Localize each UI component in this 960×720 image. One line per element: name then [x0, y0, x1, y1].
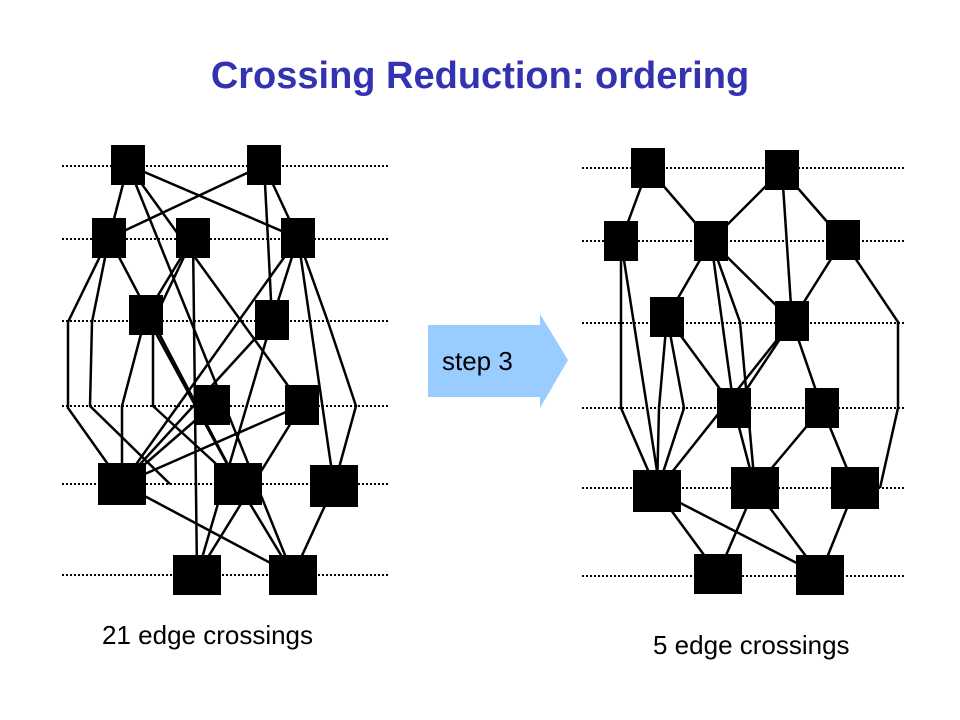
- graph-node: [633, 470, 681, 512]
- graph-edge: [262, 164, 274, 321]
- graph-edge: [126, 164, 304, 406]
- graph-node: [717, 388, 751, 428]
- graph-edge: [709, 240, 736, 409]
- step-label: step 3: [442, 346, 513, 376]
- graph-node: [831, 467, 879, 509]
- graph-edge: [108, 163, 265, 240]
- graph-edge: [120, 314, 148, 484]
- graph-edge: [144, 314, 240, 485]
- graph-node: [731, 467, 779, 509]
- graph-edge: [127, 163, 299, 240]
- graph-node: [111, 145, 145, 185]
- graph-edge: [120, 237, 300, 485]
- graph-edge: [195, 319, 274, 576]
- graph-edge: [66, 237, 124, 485]
- graph-edge: [619, 240, 662, 491]
- graph-node: [694, 221, 728, 261]
- graph-node: [214, 463, 262, 505]
- graph-edge: [780, 169, 794, 322]
- graph-node: [796, 555, 844, 595]
- graph-edge: [656, 489, 821, 577]
- graph-node: [129, 295, 163, 335]
- right-graph: [582, 148, 906, 595]
- graph-node: [269, 555, 317, 595]
- graph-edge: [296, 237, 358, 487]
- graph-node: [176, 218, 210, 258]
- graph-node: [604, 221, 638, 261]
- graph-edge: [709, 240, 757, 489]
- step-arrow: [428, 314, 568, 408]
- graph-node: [92, 218, 126, 258]
- graph-node: [805, 388, 839, 428]
- graph-edge: [619, 241, 659, 492]
- graph-edge: [151, 237, 239, 485]
- graph-edge: [121, 403, 303, 486]
- page-title: Crossing Reduction: ordering: [210, 55, 750, 97]
- graph-node: [631, 148, 665, 188]
- graph-node: [285, 385, 319, 425]
- graph-node: [281, 218, 315, 258]
- graph-edge: [126, 164, 295, 576]
- graph-node: [694, 554, 742, 594]
- graph-node: [196, 385, 230, 425]
- graph-edge: [296, 237, 336, 487]
- graph-edge: [88, 237, 171, 485]
- graph-edge: [655, 316, 686, 492]
- graph-node: [775, 301, 809, 341]
- left-caption: 21 edge crossings: [102, 620, 314, 650]
- graph-node: [247, 145, 281, 185]
- graph-node: [98, 463, 146, 505]
- graph-edge: [841, 239, 900, 489]
- graph-node: [310, 465, 358, 507]
- graph-node: [650, 297, 684, 337]
- right-caption: 5 edge crossings: [653, 630, 850, 660]
- left-graph: [62, 145, 388, 595]
- graph-node: [826, 220, 860, 260]
- graph-edge: [655, 316, 669, 492]
- graph-node: [255, 300, 289, 340]
- graph-edge: [121, 482, 294, 577]
- graph-node: [765, 150, 799, 190]
- graph-node: [173, 555, 221, 595]
